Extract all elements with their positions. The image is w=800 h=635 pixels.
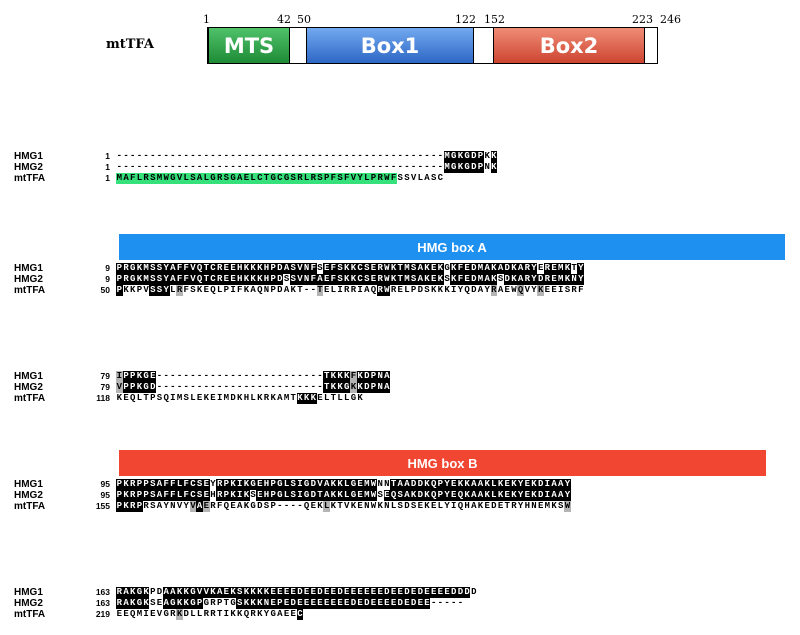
sequence-name: HMG2 [14,490,43,501]
position-223: 223 [632,13,653,26]
sequence-name: HMG2 [14,598,43,609]
position-152: 152 [484,13,505,26]
sequence-name: mtTFA [14,173,46,184]
sequence-residues: ----------------------------------------… [116,151,498,162]
sequence-name: mtTFA [14,501,46,512]
sequence-name: mtTFA [14,285,46,296]
sequence-name: HMG2 [14,274,43,285]
sequence-start: 118 [96,393,110,403]
domain-bar: MTS Box1 Box2 [207,27,658,64]
position-246: 246 [660,13,681,26]
sequence-start: 79 [100,382,110,392]
mts-domain: MTS [208,28,290,63]
box1-domain: Box1 [306,28,474,63]
sequence-start: 95 [100,490,110,500]
sequence-start: 1 [105,173,110,183]
box2-domain: Box2 [493,28,645,63]
alignment-block-1: HMG1 1 -----------------------------------… [14,151,498,184]
sequence-name: HMG1 [14,587,43,598]
sequence-name: HMG2 [14,382,43,393]
sequence-start: 1 [105,151,110,161]
position-50: 50 [297,13,311,26]
sequence-name: HMG1 [14,371,43,382]
sequence-name: HMG2 [14,162,43,173]
sequence-start: 163 [95,598,110,608]
position-122: 122 [455,13,476,26]
sequence-name: mtTFA [14,609,46,620]
sequence-start: 9 [105,274,110,284]
sequence-name: HMG1 [14,151,43,162]
sequence-start: 163 [95,587,110,597]
sequence-start: 9 [105,263,110,273]
sequence-residues: ----------------------------------------… [116,162,498,173]
hmg-box-a-banner: HMG box A [119,234,785,260]
sequence-start: 50 [100,285,110,295]
hmg-box-b-banner: HMG box B [119,450,766,476]
protein-label: mtTFA [106,37,154,52]
sequence-start: 95 [100,479,110,489]
position-1: 1 [203,13,210,26]
position-42: 42 [277,13,291,26]
alignment-row: HMG1 1 -----------------------------------… [14,151,498,162]
sequence-name: HMG1 [14,263,43,274]
sequence-start: 79 [100,371,110,381]
sequence-name: HMG1 [14,479,43,490]
sequence-start: 155 [95,501,110,511]
sequence-name: mtTFA [14,393,46,404]
alignment-row: HMG2 1 -----------------------------------… [14,162,498,173]
sequence-start: 219 [95,609,110,619]
sequence-start: 1 [105,162,110,172]
